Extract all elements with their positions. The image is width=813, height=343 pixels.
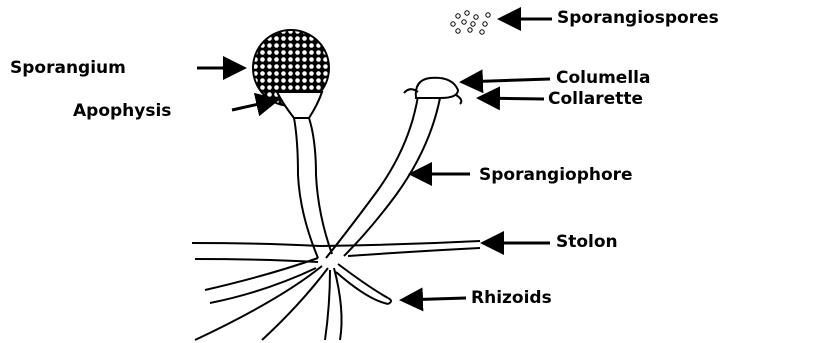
- right-sporangiophore-shape: [326, 96, 440, 258]
- label-columella: Columella: [556, 70, 650, 87]
- loose-spores-shape: [451, 11, 490, 34]
- columella-shape: [416, 78, 458, 98]
- arrow-rhizoids: [402, 298, 466, 300]
- arrow-columella: [462, 79, 550, 82]
- label-apophysis: Apophysis: [73, 103, 171, 120]
- arrow-collarette: [479, 98, 544, 99]
- label-sporangium: Sporangium: [10, 60, 126, 77]
- rhizoids-shape: [195, 258, 391, 340]
- label-sporangiospores: Sporangiospores: [557, 10, 719, 27]
- pointer-arrows: [197, 19, 552, 300]
- label-collarette: Collarette: [548, 91, 643, 108]
- label-sporangiophore: Sporangiophore: [479, 167, 633, 184]
- arrow-apophysis: [232, 100, 277, 110]
- left-sporangiophore-shape: [294, 118, 332, 258]
- label-rhizoids: Rhizoids: [471, 290, 552, 307]
- label-stolon: Stolon: [556, 234, 618, 251]
- apophysis-shape: [277, 92, 322, 118]
